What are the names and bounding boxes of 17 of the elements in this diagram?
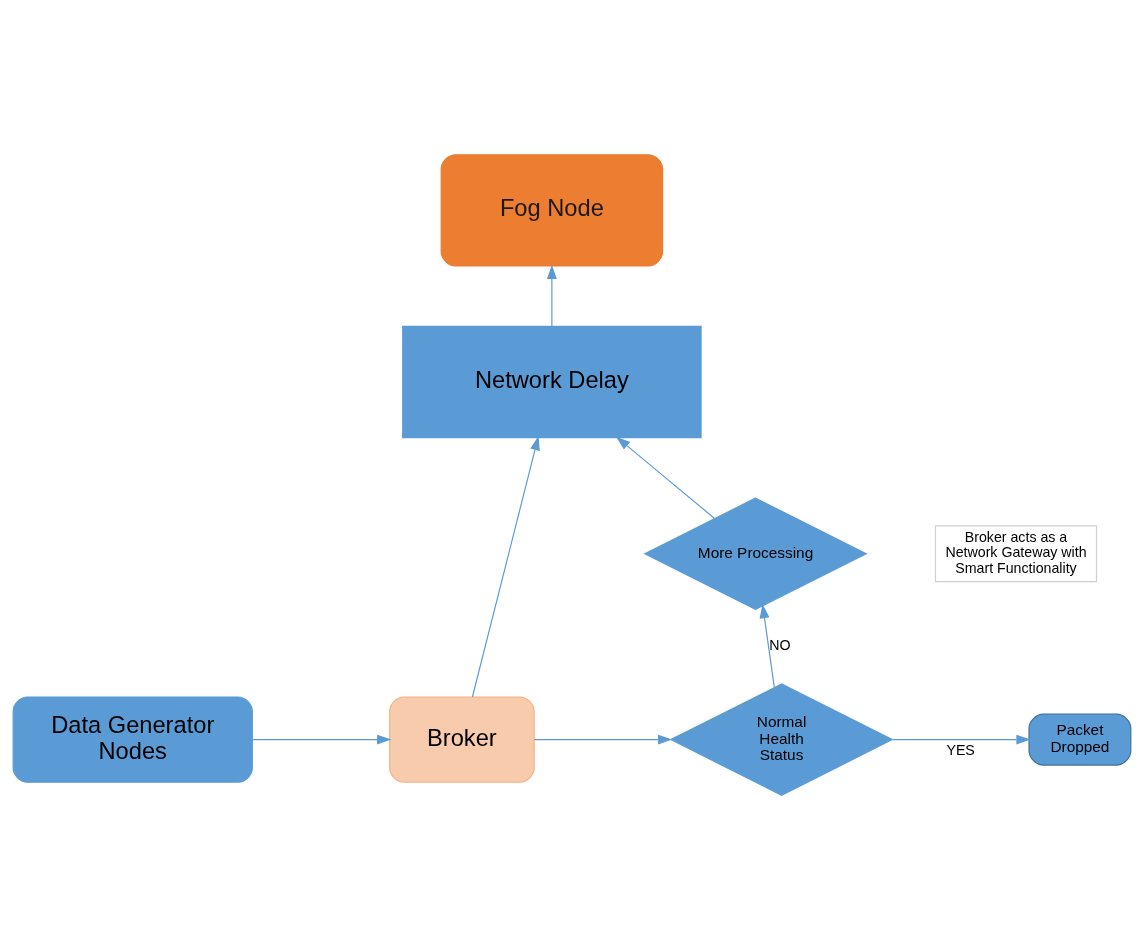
node-box: Fog Node	[440, 153, 664, 267]
node-box: Network Delay	[402, 325, 702, 438]
node-diamond: More Processing	[643, 496, 868, 610]
arrow	[533, 734, 673, 745]
arrow	[616, 436, 715, 519]
edge-label: YES	[946, 741, 975, 758]
arrow	[892, 734, 1031, 745]
node-diamond: Normal Health Status	[669, 682, 894, 796]
node-box: Broker acts as a Network Gateway with Smart Functionality	[934, 524, 1098, 582]
arrow	[546, 264, 557, 327]
node-box: Broker	[389, 695, 535, 783]
node-box: Packet Dropped	[1028, 713, 1132, 766]
arrow	[252, 734, 392, 745]
arrow	[759, 603, 775, 688]
arrow	[471, 435, 540, 698]
edge-label: NO	[769, 636, 791, 653]
node-box: Data Generator Nodes	[12, 695, 253, 783]
